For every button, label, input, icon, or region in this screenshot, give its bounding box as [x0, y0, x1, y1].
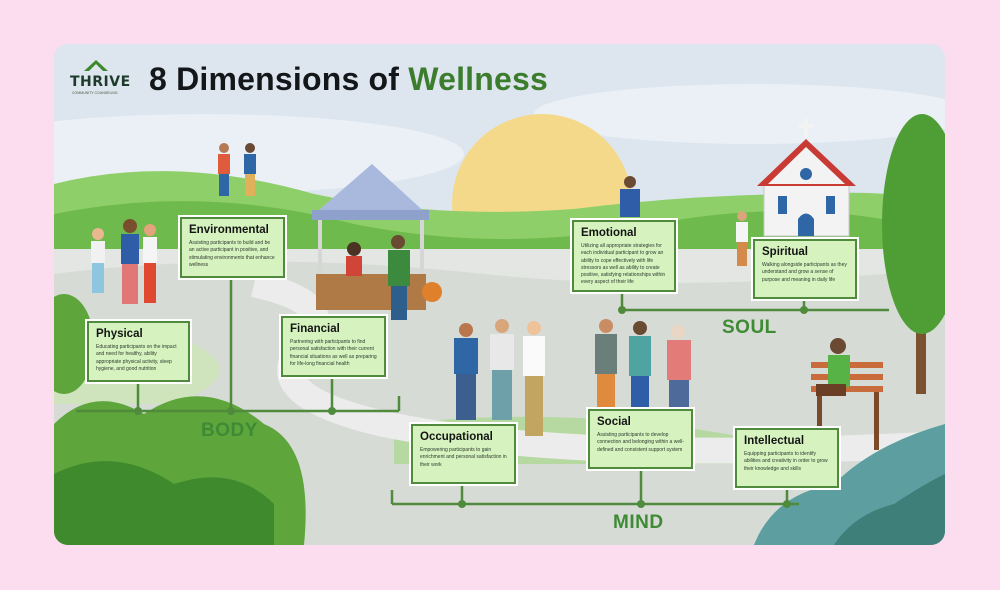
dimension-title: Occupational — [420, 431, 493, 443]
title-accent: Wellness — [408, 61, 548, 97]
dimension-description: Assisting participants to develop connec… — [597, 432, 685, 453]
dimension-social: Social Assisting participants to develop… — [588, 409, 693, 469]
reader-on-bench — [811, 338, 883, 450]
dimension-physical: Physical Educating participants on the i… — [87, 321, 190, 382]
market-stall — [312, 164, 442, 320]
house-roof-icon — [84, 60, 108, 71]
dimension-description: Empowering participants to gain enrichme… — [420, 447, 507, 468]
church — [757, 119, 856, 237]
dimension-occupational: Occupational Empowering participants to … — [411, 424, 516, 484]
dimension-title: Environmental — [189, 224, 269, 236]
dimension-spiritual: Spiritual Walking alongside participants… — [753, 239, 857, 299]
brand-name: THRIVE — [70, 74, 131, 90]
tree-right — [882, 114, 945, 334]
page-title: 8 Dimensions of Wellness — [149, 61, 548, 98]
dimension-title: Intellectual — [744, 435, 805, 447]
dimension-description: Utilizing all appropriate strategies for… — [581, 243, 666, 286]
dimension-description: Walking alongside participants as they u… — [762, 262, 847, 283]
title-prefix: 8 Dimensions of — [149, 61, 400, 97]
group-label-body: BODY — [201, 420, 258, 441]
dimension-title: Physical — [96, 328, 143, 340]
dimension-description: Educating participants on the impact and… — [96, 344, 177, 372]
dimension-environmental: Environmental Assisting participants to … — [180, 217, 285, 278]
dimension-description: Equipping participants to identify abili… — [744, 451, 828, 472]
dimension-title: Emotional — [581, 227, 637, 239]
dimension-title: Spiritual — [762, 246, 809, 258]
thrive-logo: THRIVE COMMUNITY COUNSELING — [70, 58, 131, 98]
friends-group — [595, 319, 691, 416]
group-label-mind: MIND — [613, 512, 664, 533]
dimension-title: Social — [597, 416, 631, 428]
dimension-emotional: Emotional Utilizing all appropriate stra… — [572, 220, 676, 292]
infographic-card: THRIVE COMMUNITY COUNSELING 8 Dimensions… — [54, 44, 945, 545]
group-label-soul: SOUL — [722, 317, 777, 338]
connector-dots — [134, 306, 808, 508]
dimension-title: Financial — [290, 323, 340, 335]
runners-group — [91, 143, 256, 304]
connector-lines — [76, 280, 889, 506]
dimension-description: Assisting participants to build and be a… — [189, 240, 275, 268]
brand-tagline: COMMUNITY COUNSELING — [72, 91, 118, 95]
dimension-intellectual: Intellectual Equipping participants to i… — [735, 428, 839, 488]
workers-group — [454, 319, 545, 436]
walking-woman — [736, 211, 748, 266]
emotional-woman — [620, 176, 640, 217]
dimension-financial: Financial Partnering with participants t… — [281, 316, 386, 377]
dimension-description: Partnering with participants to find per… — [290, 339, 377, 367]
